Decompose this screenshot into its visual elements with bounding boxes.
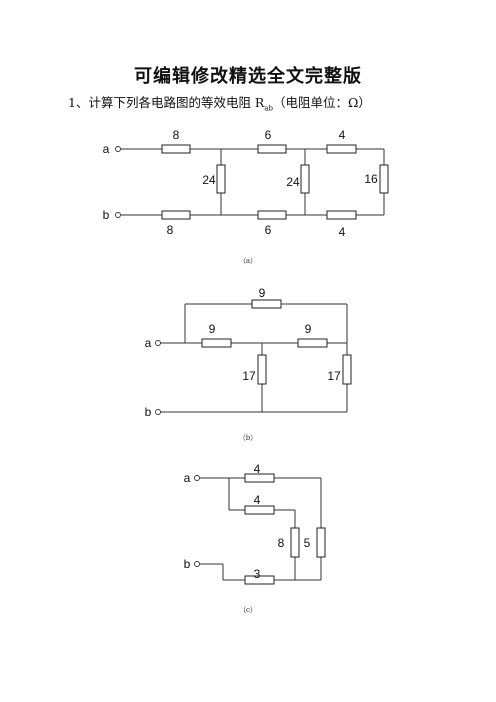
terminal-b-label: b (103, 208, 110, 222)
resistor (290, 527, 300, 558)
resistor-label: 8 (167, 223, 174, 237)
resistor (257, 144, 287, 154)
terminal-b-label: b (184, 557, 191, 571)
terminal-a-label: a (103, 142, 110, 156)
circuit-c: a b 4 4 8 5 3 （c） (184, 462, 326, 614)
terminal-b-node (115, 212, 121, 218)
circuit-b: a b 9 9 9 17 17 （b） (145, 286, 352, 442)
terminal-a-node (155, 340, 161, 346)
resistor-label: 3 (254, 567, 261, 581)
resistor (297, 338, 328, 348)
resistor-label: 24 (202, 173, 216, 187)
resistor-label: 17 (242, 369, 256, 383)
resistor-label: 16 (364, 172, 378, 186)
resistor-label: 4 (254, 462, 261, 476)
resistor-label: 6 (265, 223, 272, 237)
terminal-b-node (155, 409, 161, 415)
terminal-a-label: a (145, 336, 152, 350)
resistor (161, 144, 191, 154)
resistor-label: 6 (265, 128, 272, 142)
resistor-label: 8 (173, 128, 180, 142)
resistor-label: 5 (304, 536, 311, 550)
question-subscript: ab (264, 104, 273, 113)
resistor-label: 4 (339, 128, 346, 142)
resistor-label: 9 (209, 322, 216, 336)
resistor (201, 338, 232, 348)
resistor (257, 354, 267, 385)
resistor (342, 354, 352, 385)
resistor (326, 210, 357, 220)
resistor-label: 4 (339, 225, 346, 239)
resistor-label: 9 (259, 286, 266, 300)
terminal-b-node (194, 561, 200, 567)
terminal-a-node (115, 146, 121, 152)
document-title: 可编辑修改精选全文完整版 (134, 66, 362, 87)
resistor (216, 164, 226, 194)
figure-caption: （c） (239, 606, 257, 614)
resistor-label: 4 (254, 493, 261, 507)
terminal-a-label: a (184, 471, 191, 485)
question-prefix: 1、计算下列各电路图的等效电阻 R (68, 95, 265, 110)
resistor (244, 473, 275, 483)
circuit-a-wires (121, 148, 385, 216)
circuit-b-wires (160, 303, 348, 413)
circuit-c-wires (199, 477, 322, 581)
resistor-label: 24 (286, 175, 300, 189)
resistor (300, 164, 310, 194)
question-text: 1、计算下列各电路图的等效电阻 Rab（电阻单位：Ω） (68, 92, 371, 113)
resistor (161, 210, 191, 220)
resistor (251, 299, 282, 309)
resistor-label: 8 (278, 536, 285, 550)
resistor-label: 9 (305, 322, 312, 336)
resistor (244, 505, 275, 515)
resistor (379, 164, 389, 194)
resistor (257, 210, 287, 220)
resistor (316, 527, 326, 558)
question-suffix: （电阻单位：Ω） (273, 95, 371, 110)
resistor (326, 144, 357, 154)
resistor-label: 17 (327, 369, 341, 383)
circuit-a: a b 8 6 4 24 24 16 8 6 4 （a） (103, 128, 389, 265)
terminal-a-node (194, 475, 200, 481)
figure-caption: （a） (239, 257, 257, 265)
terminal-b-label: b (145, 405, 152, 419)
resistor (244, 575, 275, 585)
figure-caption: （b） (239, 434, 257, 442)
